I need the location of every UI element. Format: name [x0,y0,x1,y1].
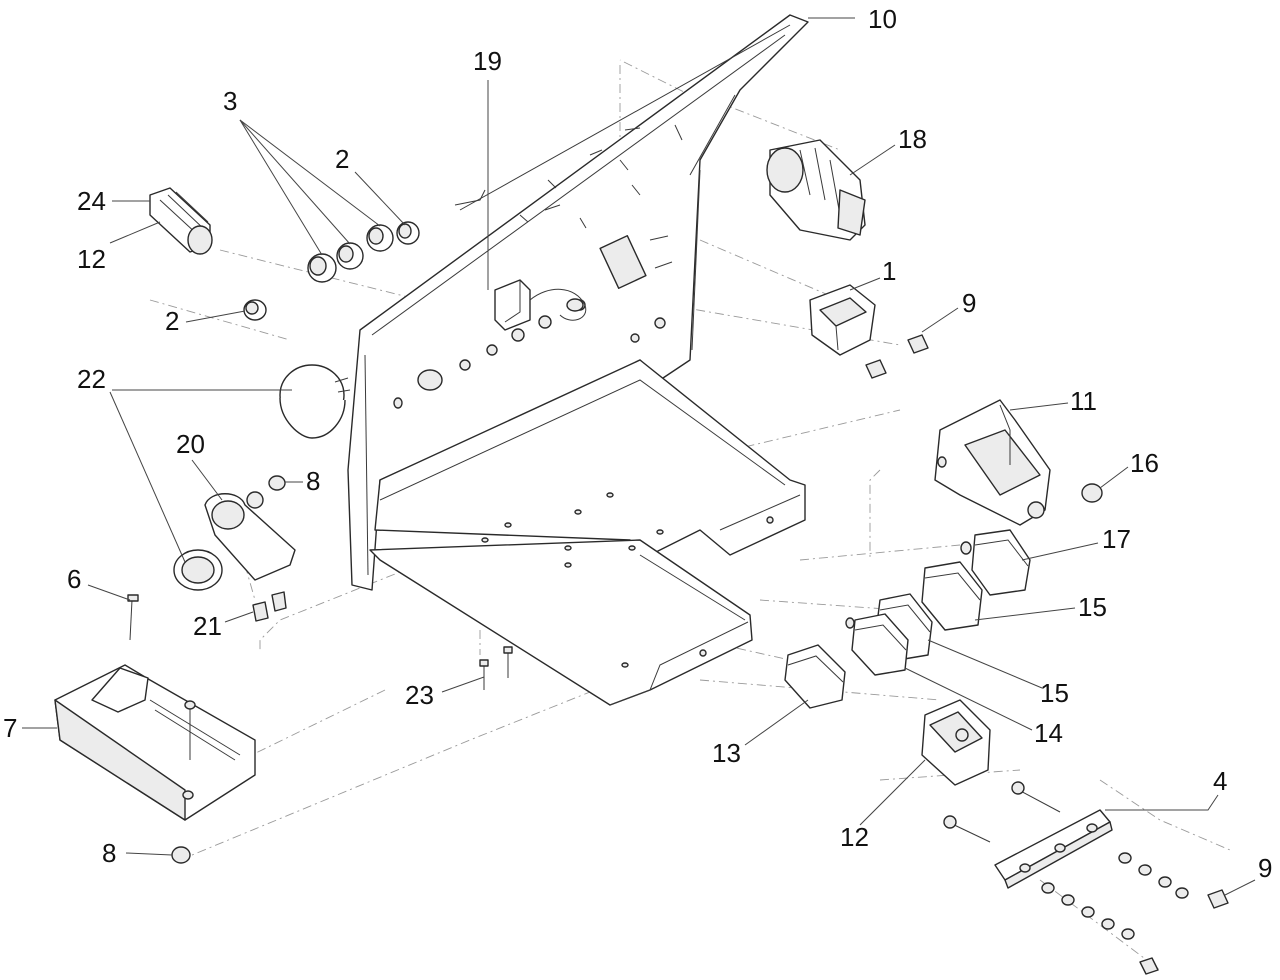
callout-23: 23 [405,680,434,710]
callout-21: 21 [193,611,222,641]
callout-6: 6 [67,564,81,594]
callout-20: 20 [176,429,205,459]
part-11-contactor [934,399,1051,526]
part-17-relay [960,529,1031,596]
part-3-lenses [307,224,394,283]
callout-8-upper: 8 [306,466,320,496]
part-2-lamps [243,221,420,321]
callout-10: 10 [868,4,897,34]
part-1-switch [809,284,876,356]
part-22-gauge [173,364,351,591]
callout-labels: 10 19 3 2 18 24 12 1 9 2 22 11 16 20 8 1… [3,4,1272,883]
part-6-screw [127,594,139,641]
callout-19: 19 [473,46,502,76]
callout-14: 14 [1034,718,1063,748]
front-panel-frame [347,14,809,706]
callout-1: 1 [882,256,896,286]
callout-9-upper: 9 [962,288,976,318]
callout-7: 7 [3,713,17,743]
callout-13: 13 [712,738,741,768]
leader-lines [22,17,1256,896]
callout-15-upper: 15 [1078,592,1107,622]
part-18-rotary-switch [766,139,866,241]
callout-17: 17 [1102,524,1131,554]
callout-4: 4 [1213,766,1227,796]
callout-8-lower: 8 [102,838,116,868]
part-24-connector [149,187,213,255]
part-7-control-box [54,664,256,821]
callout-11: 11 [1070,386,1097,416]
part-23-bolts [479,646,513,690]
part-12-switch [921,699,991,786]
part-21-spacers [252,591,287,622]
part-8-nuts [171,475,286,864]
part-14-relay [845,613,909,676]
callout-24: 24 [77,186,106,216]
callout-15-lower: 15 [1040,678,1069,708]
callout-12-upper: 12 [77,244,106,274]
callout-9-lower: 9 [1258,853,1272,883]
part-20-bracket [204,491,296,581]
part-19-bracket [494,279,587,331]
callout-2-lower: 2 [165,306,179,336]
callout-12-lower: 12 [840,822,869,852]
callout-2-upper: 2 [335,144,349,174]
part-9-spacers [865,334,1229,909]
part-4-terminal-bar [943,781,1189,975]
callout-18: 18 [898,124,927,154]
callout-16: 16 [1130,448,1159,478]
callout-3: 3 [223,86,237,116]
part-16-nut [1081,483,1103,503]
part-13-relay [784,644,846,709]
part-15-relay-a [921,561,983,631]
callout-22: 22 [77,364,106,394]
